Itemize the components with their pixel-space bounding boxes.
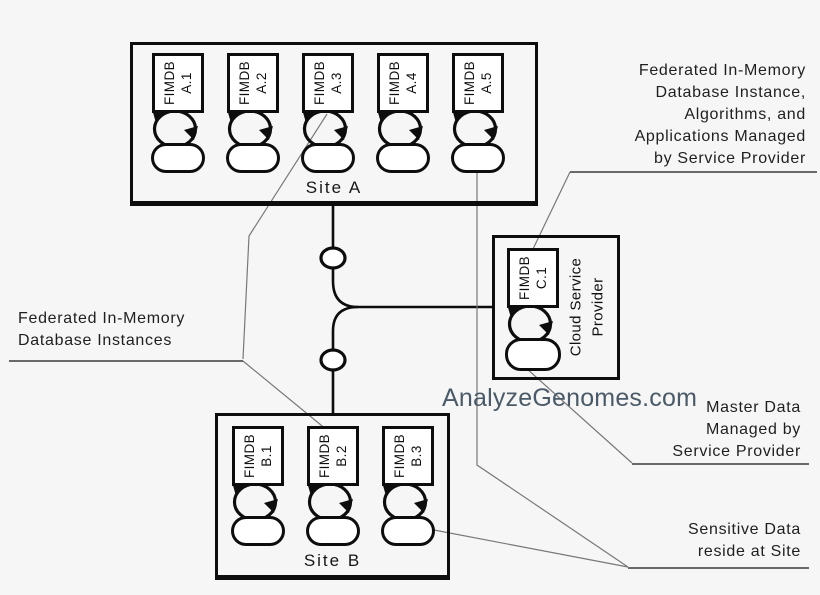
note-line: Sensitive Data: [688, 521, 801, 538]
fimdb-instance-b2: FIMDB B.2: [306, 426, 360, 546]
note-line: Master Data: [706, 399, 801, 416]
watermark-text: AnalyzeGenomes.com: [442, 384, 698, 412]
instance-id: B.1: [259, 445, 274, 467]
fimdb-instance-box: FIMDB A.1: [152, 53, 204, 113]
fimdb-instance-box: FIMDB B.3: [382, 426, 434, 486]
data-stadium-shape: [306, 516, 360, 546]
instance-id: A.4: [404, 72, 419, 94]
fimdb-instance-a2: FIMDB A.2: [226, 53, 280, 173]
note-line: Managed by: [705, 421, 801, 438]
fimdb-instance-box: FIMDB B.2: [307, 426, 359, 486]
network-trunk-line: [331, 203, 492, 416]
data-stadium-shape: [381, 516, 435, 546]
csp-label-line1: Cloud Service: [567, 257, 585, 356]
data-stadium-shape: [226, 143, 280, 173]
instance-id: B.2: [334, 445, 349, 467]
note-fimdb-instances: Federated In-Memory Database Instances: [9, 308, 246, 352]
note-master-data: Master Data Managed by Service Provider: [632, 397, 809, 463]
instance-id: C.1: [534, 266, 549, 290]
data-stadium-shape: [376, 143, 430, 173]
note-line: Federated In-Memory: [638, 62, 806, 79]
fimdb-label: FIMDB: [517, 256, 532, 300]
note-sensitive-data: Sensitive Data reside at Site: [628, 519, 809, 563]
fimdb-label: FIMDB: [392, 434, 407, 478]
site-b-label: Site B: [303, 551, 362, 570]
data-stadium-shape: [231, 516, 285, 546]
label-underlines: [9, 171, 817, 569]
data-stadium-shape: [451, 143, 505, 173]
site-a-box: [130, 42, 538, 206]
fimdb-instance-box: FIMDB A.2: [227, 53, 279, 113]
note-line: by Service Provider: [653, 150, 806, 167]
fimdb-instance-box: FIMDB C.1: [507, 248, 559, 308]
instance-id: A.3: [329, 72, 344, 94]
fimdb-instance-b1: FIMDB B.1: [231, 426, 285, 546]
fimdb-instance-box: FIMDB A.5: [452, 53, 504, 113]
instance-id: B.3: [409, 445, 424, 467]
fimdb-instance-a1: FIMDB A.1: [151, 53, 205, 173]
fimdb-instance-a4: FIMDB A.4: [376, 53, 430, 173]
data-stadium-shape: [505, 338, 561, 371]
fimdb-instance-box: FIMDB A.4: [377, 53, 429, 113]
note-line: Database Instances: [18, 332, 173, 349]
cloud-service-provider-label: Cloud Service Provider: [556, 240, 618, 373]
note-line: Federated In-Memory: [18, 310, 186, 327]
fimdb-label: FIMDB: [237, 61, 252, 105]
cloud-service-provider-box: [492, 235, 620, 380]
fimdb-instance-a3: FIMDB A.3: [301, 53, 355, 173]
note-line: Algorithms, and: [684, 106, 806, 123]
site-a-label: Site A: [305, 178, 363, 197]
fimdb-instance-box: FIMDB A.3: [302, 53, 354, 113]
network-node-circle: [319, 246, 347, 270]
fimdb-label: FIMDB: [162, 61, 177, 105]
fimdb-label: FIMDB: [242, 434, 257, 478]
instance-id: A.5: [479, 72, 494, 94]
fimdb-instance-a5: FIMDB A.5: [451, 53, 505, 173]
note-line: reside at Site: [697, 543, 801, 560]
fimdb-label: FIMDB: [387, 61, 402, 105]
fimdb-label: FIMDB: [317, 434, 332, 478]
site-b-box: [215, 413, 450, 580]
fimdb-label: FIMDB: [462, 61, 477, 105]
fimdb-instance-box: FIMDB B.1: [232, 426, 284, 486]
instance-id: A.1: [179, 72, 194, 94]
csp-label-line2: Provider: [589, 276, 607, 337]
instance-id: A.2: [254, 72, 269, 94]
note-line: Service Provider: [672, 443, 801, 460]
data-stadium-shape: [151, 143, 205, 173]
note-managed-by-service-provider: Federated In-Memory Database Instance, A…: [570, 60, 817, 170]
fimdb-label: FIMDB: [312, 61, 327, 105]
fimdb-instance-b3: FIMDB B.3: [381, 426, 435, 546]
network-node-circle: [319, 348, 347, 372]
fimdb-instance-c1: FIMDB C.1: [505, 248, 561, 371]
note-line: Applications Managed: [634, 128, 806, 145]
data-stadium-shape: [301, 143, 355, 173]
note-line: Database Instance,: [655, 84, 806, 101]
